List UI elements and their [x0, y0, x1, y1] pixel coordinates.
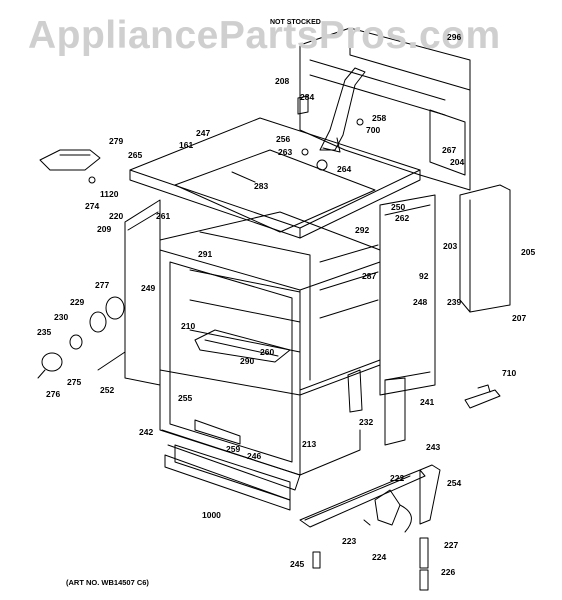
mounting-bracket-710 — [464, 384, 501, 409]
part-label: 161 — [179, 140, 194, 150]
front-frame — [159, 249, 381, 476]
part-label: 252 — [100, 385, 115, 395]
part-label: 235 — [37, 327, 52, 337]
part-label: 276 — [46, 389, 61, 399]
part-label: 274 — [85, 201, 100, 211]
part-label: 259 — [226, 444, 241, 454]
part-label: 265 — [128, 150, 143, 160]
part-label: 213 — [302, 439, 317, 449]
part-label: 258 — [372, 113, 387, 123]
part-label: 283 — [254, 181, 269, 191]
hardware-screws — [312, 519, 429, 591]
part-label: 256 — [276, 134, 291, 144]
part-label: 209 — [97, 224, 112, 234]
part-label: 291 — [198, 249, 213, 259]
part-label: 223 — [342, 536, 357, 546]
part-label: 710 — [502, 368, 517, 378]
part-label: 700 — [366, 125, 381, 135]
part-label: 260 — [260, 347, 275, 357]
part-label: 232 — [359, 417, 374, 427]
part-label: 245 — [290, 559, 305, 569]
part-label: 255 — [178, 393, 193, 403]
part-label: 267 — [442, 145, 457, 155]
part-label: 262 — [395, 213, 410, 223]
side-trim-panel — [459, 184, 511, 313]
thermostat — [39, 149, 101, 184]
kick-panel — [164, 454, 291, 511]
part-label: 261 — [156, 211, 171, 221]
part-label: 241 — [420, 397, 435, 407]
part-label: 246 — [247, 451, 262, 461]
part-label: 220 — [109, 211, 124, 221]
drawer-slide — [299, 469, 426, 528]
main-top-panel — [129, 117, 421, 239]
bake-element — [194, 329, 291, 363]
part-label: 205 — [521, 247, 536, 257]
part-label: 92 — [419, 271, 429, 281]
part-label: 277 — [95, 280, 110, 290]
part-label: 207 — [512, 313, 527, 323]
part-label: 292 — [355, 225, 370, 235]
part-label: 227 — [444, 540, 459, 550]
part-label: 284 — [300, 92, 315, 102]
part-label: 1000 — [202, 510, 221, 520]
part-label: 249 — [141, 283, 156, 293]
part-label: 287 — [362, 271, 377, 281]
part-label: 279 — [109, 136, 124, 146]
part-label: 243 — [426, 442, 441, 452]
part-label: 250 — [391, 202, 406, 212]
part-label: 248 — [413, 297, 428, 307]
part-label: 254 — [447, 478, 462, 488]
part-label: 224 — [372, 552, 387, 562]
part-label: 296 — [447, 32, 462, 42]
art-number: (ART NO. WB14507 C6) — [66, 578, 149, 587]
door-hinge — [374, 464, 441, 533]
not-stocked-note: NOT STOCKED — [270, 19, 321, 26]
part-label: 1120 — [100, 189, 119, 199]
part-label: 229 — [70, 297, 85, 307]
part-label: 263 — [278, 147, 293, 157]
part-label: 290 — [240, 356, 255, 366]
part-label: 204 — [450, 157, 465, 167]
bottom-burner — [194, 419, 241, 445]
watermark: AppliancePartsPros.com — [28, 14, 501, 57]
part-label: 275 — [67, 377, 82, 387]
oven-cavity — [159, 211, 381, 396]
part-label: 208 — [275, 76, 290, 86]
inner-top-panel — [174, 149, 376, 233]
part-label: 264 — [337, 164, 352, 174]
part-label: 230 — [54, 312, 69, 322]
part-label: 242 — [139, 427, 154, 437]
part-label: 247 — [196, 128, 211, 138]
part-label: 222 — [390, 473, 405, 483]
vent-duct — [319, 67, 366, 153]
part-label: 239 — [447, 297, 462, 307]
part-label: 203 — [443, 241, 458, 251]
small-fittings — [301, 118, 364, 171]
control-knob-set — [37, 296, 126, 379]
indicator-bulb — [297, 95, 309, 115]
part-label: 210 — [181, 321, 196, 331]
support-bracket — [384, 377, 406, 446]
front-bracket — [347, 369, 363, 413]
part-label: 226 — [441, 567, 456, 577]
right-side-panel — [379, 194, 436, 396]
